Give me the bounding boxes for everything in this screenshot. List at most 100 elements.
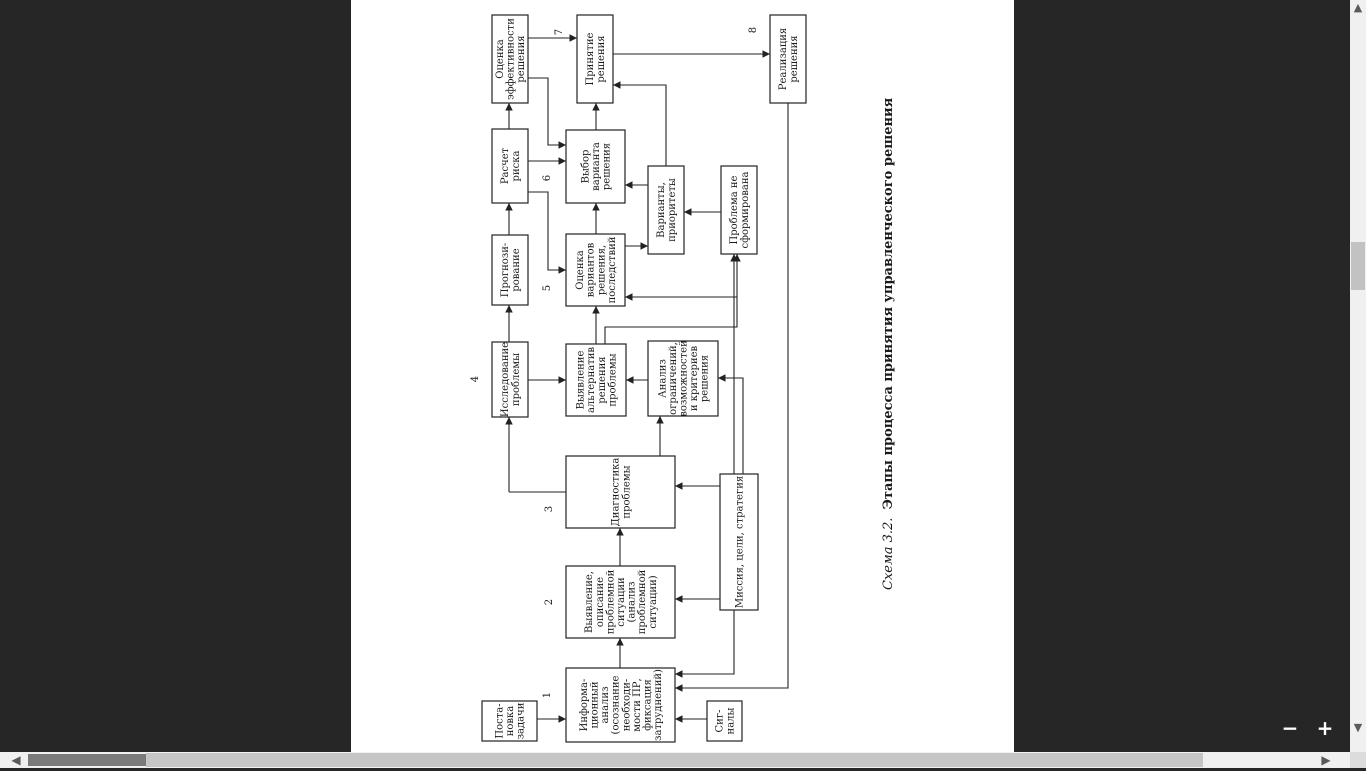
diagram-node-impl: Реализациярешения	[769, 14, 807, 104]
diagram-node-describe: Выявление,описаниепроблемнойситуации(ана…	[565, 565, 676, 639]
svg-text:Исследованиепроблемы: Исследованиепроблемы	[500, 342, 522, 417]
svg-text:Выявление,описаниепроблемнойси: Выявление,описаниепроблемнойситуации(ана…	[584, 569, 659, 634]
diagram-boxes: Поста-новказадачи Сиг-налы Информа-ционный…	[481, 14, 807, 743]
diagram-node-evalv: Оценкавариантоврешения,последствий	[565, 233, 626, 307]
svg-text:Оценкавариантоврешения,последс: Оценкавариантоврешения,последствий	[575, 236, 618, 303]
diagram-node-effic: Оценкаэффективностирешения	[491, 14, 529, 104]
diagram-step-number: 5	[542, 285, 553, 291]
diagram-arrow	[675, 103, 789, 692]
vertical-scroll-thumb[interactable]	[1351, 242, 1365, 290]
zoom-out-button[interactable]: −	[1281, 716, 1299, 740]
diagram-node-text: Выбор	[580, 150, 591, 184]
diagram-step-number: 2	[544, 599, 555, 605]
diagram-node-research: Исследованиепроблемы	[491, 341, 529, 418]
diagram-node-text: проблемной	[637, 569, 648, 634]
diagram-node-text: Поста-	[494, 703, 505, 738]
diagram-node-text: рование	[511, 248, 522, 291]
diagram-step-number: 1	[542, 692, 553, 698]
diagram-node-text: Диагностика	[611, 458, 622, 527]
zoom-in-button[interactable]: +	[1316, 716, 1334, 740]
caption-label: Схема 3.2.	[881, 518, 896, 590]
diagram-connectors	[505, 34, 789, 723]
diagram-node-constr: Анализограничений,возможностейи критерие…	[647, 340, 719, 417]
diagram-node-text: риска	[511, 151, 522, 182]
diagram-node-forecast: Прогнози-рование	[491, 234, 529, 306]
svg-text:Оценкаэффективностирешения: Оценкаэффективностирешения	[495, 18, 527, 100]
diagram-node-text: (осознание	[611, 675, 622, 734]
diagram-arrow	[613, 81, 667, 166]
diagram-node-text: мости ПР,	[632, 678, 643, 731]
horizontal-scroll-track-segment	[28, 754, 146, 766]
diagram-node-text: Информа-	[579, 679, 590, 732]
vertical-scrollbar[interactable]: ▲ ▼	[1350, 0, 1366, 752]
svg-text:Миссия, цели, стратегия: Миссия, цели, стратегия	[735, 476, 746, 608]
diagram-node-text: Выявление	[576, 351, 587, 410]
diagram-node-text: Расчет	[500, 147, 511, 184]
diagram-step-number: 6	[542, 175, 553, 181]
chevron-left-icon[interactable]: ◀	[11, 753, 21, 767]
svg-text:Поста-новказадачи: Поста-новказадачи	[494, 702, 526, 739]
diagram-node-text: Миссия, цели, стратегия	[735, 476, 746, 608]
svg-text:Варианты,приоритеты: Варианты,приоритеты	[656, 178, 678, 242]
svg-text:Расчетриска: Расчетриска	[500, 147, 522, 184]
diagram-node-info: Информа-ционныйанализ(осознаниенеобходи-…	[565, 667, 676, 743]
diagram-node-text: сформирована	[740, 171, 751, 248]
diagram-node-text: фиксация	[643, 679, 654, 731]
diagram-node-text: ситуации)	[648, 575, 659, 628]
horizontal-scrollbar[interactable]: ◀ ▶	[0, 752, 1350, 768]
caption-title: Этапы процесса принятия управленческого …	[881, 97, 896, 509]
svg-text:Принятиерешения: Принятиерешения	[585, 32, 607, 85]
diagram-node-text: анализ	[600, 686, 611, 723]
document-viewer[interactable]: Поста-новказадачи Сиг-налы Информа-ционный…	[0, 0, 1350, 752]
chevron-up-icon[interactable]: ▲	[1353, 1, 1363, 14]
diagram-node-text: Проблема не	[729, 175, 740, 244]
diagram-node-prior: Варианты,приоритеты	[647, 165, 685, 255]
diagram-node-text: последствий	[607, 236, 618, 303]
diagram-node-text: проблемы	[621, 465, 632, 518]
diagram-node-task: Поста-новказадачи	[481, 700, 538, 742]
diagram-node-text: новка	[505, 706, 516, 737]
diagram-node-text: решения	[596, 35, 607, 82]
decision-process-diagram: Поста-новказадачи Сиг-налы Информа-ционный…	[470, 14, 896, 743]
diagram-node-text: приоритеты	[667, 178, 678, 242]
diagram-node-text: решения	[700, 355, 711, 402]
diagram-node-text: Реализация	[778, 28, 789, 90]
diagram-node-choice: Выборвариантарешения	[565, 129, 626, 204]
document-page: Поста-новказадачи Сиг-налы Информа-ционный…	[351, 0, 1014, 752]
diagram-node-text: решения	[516, 35, 527, 82]
diagram-node-noprob: Проблема несформирована	[720, 165, 758, 255]
horizontal-scroll-thumb[interactable]	[146, 753, 1203, 767]
diagram-node-text: проблемной	[605, 569, 616, 634]
diagram-node-diag: Диагностикапроблемы	[565, 455, 676, 529]
chevron-right-icon[interactable]: ▶	[1321, 753, 1331, 767]
diagram-node-text: вариантов	[586, 242, 597, 297]
diagram-arrow	[604, 254, 741, 344]
diagram-node-text: варианта	[591, 142, 602, 191]
diagram-step-number: 7	[554, 29, 565, 35]
diagram-node-text: описание	[595, 577, 606, 627]
diagram-node-text: Сиг-	[715, 710, 726, 733]
svg-text:Выборвариантарешения: Выборвариантарешения	[580, 142, 612, 191]
diagram-arrow	[528, 191, 566, 274]
chevron-down-icon[interactable]: ▼	[1353, 721, 1363, 734]
diagram-node-text: решения	[597, 356, 608, 403]
diagram-node-text: Оценка	[575, 250, 586, 289]
diagram-node-text: ситуации	[616, 577, 627, 627]
diagram-node-text: (анализ	[627, 582, 638, 623]
diagram-node-text: и критериев	[689, 346, 700, 412]
diagram-arrow	[528, 77, 566, 149]
diagram-node-mission: Миссия, цели, стратегия	[719, 473, 759, 611]
svg-text:Анализограничений,возможностей: Анализограничений,возможностейи критерие…	[657, 340, 710, 417]
diagram-node-text: налы	[725, 707, 736, 734]
diagram-node-text: Оценка	[495, 39, 506, 78]
diagram-node-text: проблемы	[511, 353, 522, 406]
diagram-node-text: возможностей	[679, 340, 690, 417]
diagram-step-number: 8	[748, 27, 759, 33]
svg-text:Реализациярешения: Реализациярешения	[778, 28, 800, 90]
diagram-node-signals: Сиг-налы	[706, 700, 743, 742]
diagram-node-text: решения	[789, 35, 800, 82]
diagram-node-text: Выявление,	[584, 571, 595, 633]
svg-text:Прогнози-рование: Прогнози-рование	[500, 243, 522, 298]
diagram-node-text: альтернатив	[586, 347, 597, 413]
